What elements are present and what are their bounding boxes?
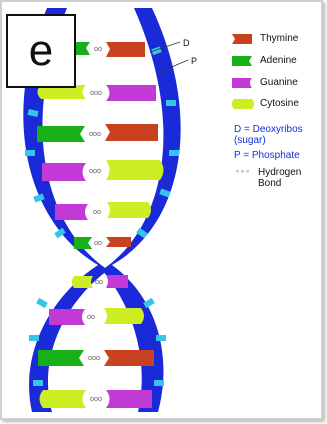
hydrogen-bond bbox=[97, 132, 100, 135]
hydrogen-bond bbox=[94, 397, 97, 400]
hydrogen-bond bbox=[98, 91, 101, 94]
hydrogen-bond bbox=[90, 91, 93, 94]
hydrogen-bond bbox=[93, 169, 96, 172]
legend-hydrogen-label: Hydrogen bbox=[258, 167, 301, 178]
hydrogen-bond bbox=[94, 241, 97, 244]
phosphate-marker bbox=[25, 150, 35, 156]
base-pair bbox=[74, 237, 131, 249]
hydrogen-bond bbox=[98, 47, 101, 50]
legend-phosphate-key: P = Phosphate bbox=[234, 150, 300, 161]
phosphate-marker bbox=[33, 380, 43, 386]
hydrogen-bond bbox=[95, 280, 98, 283]
guanine-base bbox=[106, 275, 128, 288]
guanine-swatch-icon bbox=[232, 78, 252, 88]
guanine-base bbox=[55, 204, 88, 220]
phosphate-marker bbox=[29, 335, 39, 341]
thymine-base bbox=[106, 42, 145, 57]
adenine-swatch-icon bbox=[232, 56, 252, 66]
phosphate-marker bbox=[154, 380, 164, 386]
cytosine-base bbox=[40, 390, 87, 408]
pointer-label-d: D bbox=[183, 38, 190, 48]
thymine-swatch-icon bbox=[232, 34, 252, 44]
hydrogen-bond bbox=[98, 241, 101, 244]
phosphate-marker bbox=[36, 298, 48, 308]
cytosine-base bbox=[107, 202, 151, 218]
legend-thymine-label: Thymine bbox=[260, 33, 298, 44]
legend-hbond-symbol: ∘∘∘ bbox=[235, 167, 250, 176]
hydrogen-bond bbox=[93, 132, 96, 135]
thymine-base bbox=[106, 237, 131, 247]
guanine-base bbox=[106, 390, 152, 408]
guanine-base bbox=[106, 85, 156, 101]
legend-deoxyribose-key: D = Deoxyribos bbox=[234, 124, 303, 135]
thymine-base bbox=[104, 350, 154, 366]
cytosine-base bbox=[72, 276, 93, 288]
cytosine-base bbox=[104, 308, 144, 324]
hydrogen-bond bbox=[90, 397, 93, 400]
legend-adenine-label: Adenine bbox=[260, 55, 297, 66]
panel-label: e bbox=[6, 14, 76, 88]
cytosine-swatch-icon bbox=[232, 99, 254, 109]
legend-sugar-note: (sugar) bbox=[234, 135, 266, 146]
hydrogen-bond bbox=[97, 210, 100, 213]
hydrogen-bond bbox=[89, 169, 92, 172]
phosphate-marker bbox=[169, 150, 179, 156]
base-pair bbox=[40, 390, 153, 408]
hydrogen-bond bbox=[92, 356, 95, 359]
adenine-base bbox=[38, 350, 84, 366]
hydrogen-bond bbox=[94, 91, 97, 94]
adenine-base bbox=[74, 42, 90, 55]
base-pair bbox=[55, 202, 151, 220]
hydrogen-bonds bbox=[87, 47, 102, 400]
guanine-base bbox=[49, 309, 85, 325]
phosphate-marker bbox=[166, 100, 176, 106]
hydrogen-bond bbox=[89, 132, 92, 135]
guanine-base bbox=[42, 163, 86, 181]
hydrogen-bond bbox=[96, 356, 99, 359]
hydrogen-bond bbox=[99, 280, 102, 283]
hydrogen-bond bbox=[98, 397, 101, 400]
phosphate-marker bbox=[156, 335, 166, 341]
hydrogen-bond bbox=[87, 315, 90, 318]
legend-bond-label: Bond bbox=[258, 178, 281, 189]
base-pair bbox=[49, 308, 144, 325]
hydrogen-bond bbox=[91, 315, 94, 318]
hydrogen-bond bbox=[93, 210, 96, 213]
adenine-base bbox=[37, 126, 85, 142]
base-pair bbox=[74, 42, 145, 57]
adenine-base bbox=[74, 237, 92, 249]
legend-guanine-label: Guanine bbox=[260, 77, 298, 88]
hydrogen-bond bbox=[97, 169, 100, 172]
thymine-base bbox=[105, 124, 158, 141]
base-pair bbox=[42, 160, 164, 181]
cytosine-base bbox=[106, 160, 164, 180]
hydrogen-bond bbox=[94, 47, 97, 50]
hydrogen-bond bbox=[88, 356, 91, 359]
legend-cytosine-label: Cytosine bbox=[260, 98, 299, 109]
pointer-label-p: P bbox=[191, 56, 197, 66]
